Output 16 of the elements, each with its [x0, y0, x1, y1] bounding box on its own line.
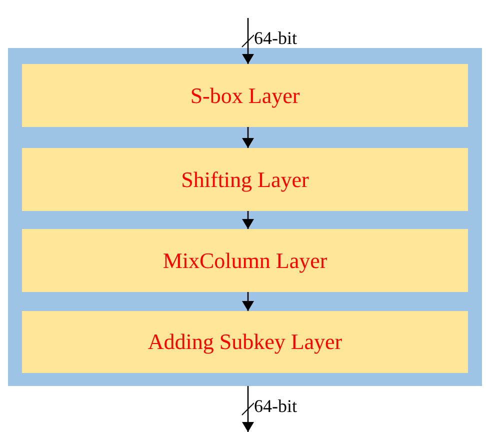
layer-box [22, 64, 468, 127]
layer-label: S-box Layer [190, 82, 300, 110]
arrow [242, 127, 254, 148]
arrow [242, 18, 254, 64]
edge-label: 64-bit [254, 29, 297, 47]
arrow [242, 386, 254, 432]
container-box [8, 48, 482, 386]
edge-label: 64-bit [254, 397, 297, 415]
layer-label: Shifting Layer [181, 166, 309, 194]
layer-box [22, 148, 468, 211]
arrow [242, 211, 254, 229]
layer-label: Adding Subkey Layer [148, 328, 342, 356]
layer-box [22, 311, 468, 373]
layer-label: MixColumn Layer [162, 246, 328, 274]
layer-box [22, 229, 468, 292]
arrow [242, 292, 254, 311]
